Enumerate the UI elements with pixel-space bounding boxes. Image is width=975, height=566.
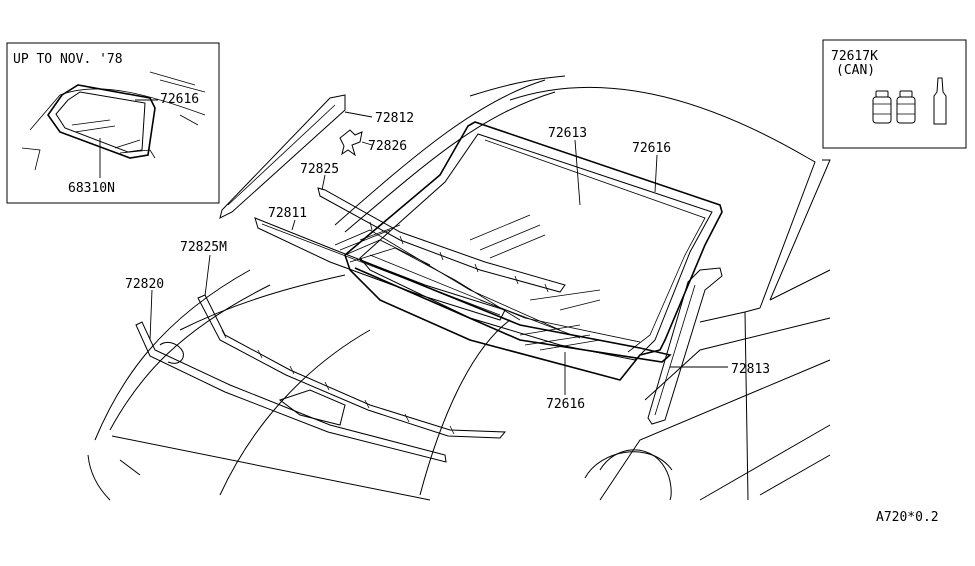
inset-label-68310N: 68310N [68, 181, 115, 196]
label-72826: 72826 [368, 139, 407, 154]
diagram-code: A720*0.2 [876, 510, 939, 525]
inset-sealant-can: 72617K (CAN) [822, 39, 967, 149]
label-72616-top: 72616 [632, 141, 671, 156]
sealant-title-code: 72617K [831, 49, 878, 64]
leader-lines [149, 111, 728, 395]
part-72811-cowl-molding [254, 217, 506, 321]
label-72825M: 72825M [180, 240, 227, 255]
label-72811: 72811 [268, 206, 307, 221]
part-72825M-strip [197, 294, 507, 439]
label-72812: 72812 [375, 111, 414, 126]
sealant-tube-icon [933, 77, 947, 125]
label-72813: 72813 [731, 362, 770, 377]
inset-early-title: UP TO NOV. '78 [13, 52, 123, 67]
primer-can-icon [896, 90, 916, 124]
lower-molding-72616 [354, 254, 672, 363]
part-72813-side-molding [647, 267, 723, 425]
inset-early-model: UP TO NOV. '78 72616 68310N [6, 42, 220, 204]
sealant-can-icon [872, 90, 892, 124]
label-72613: 72613 [548, 126, 587, 141]
label-72820: 72820 [125, 277, 164, 292]
part-labels: 72812 72826 72825 72811 72825M 72820 726… [125, 111, 770, 412]
part-72826-clip [339, 129, 363, 157]
label-72616-bottom: 72616 [546, 397, 585, 412]
part-72825-strip [317, 187, 566, 293]
part-72820-molding [135, 321, 447, 463]
label-72825: 72825 [300, 162, 339, 177]
car-body-outline [87, 75, 831, 501]
sealant-title-can: (CAN) [836, 63, 875, 78]
windshield-glass [344, 121, 723, 381]
part-72812-pillar-molding [219, 94, 346, 219]
inset-label-72616: 72616 [160, 92, 199, 107]
